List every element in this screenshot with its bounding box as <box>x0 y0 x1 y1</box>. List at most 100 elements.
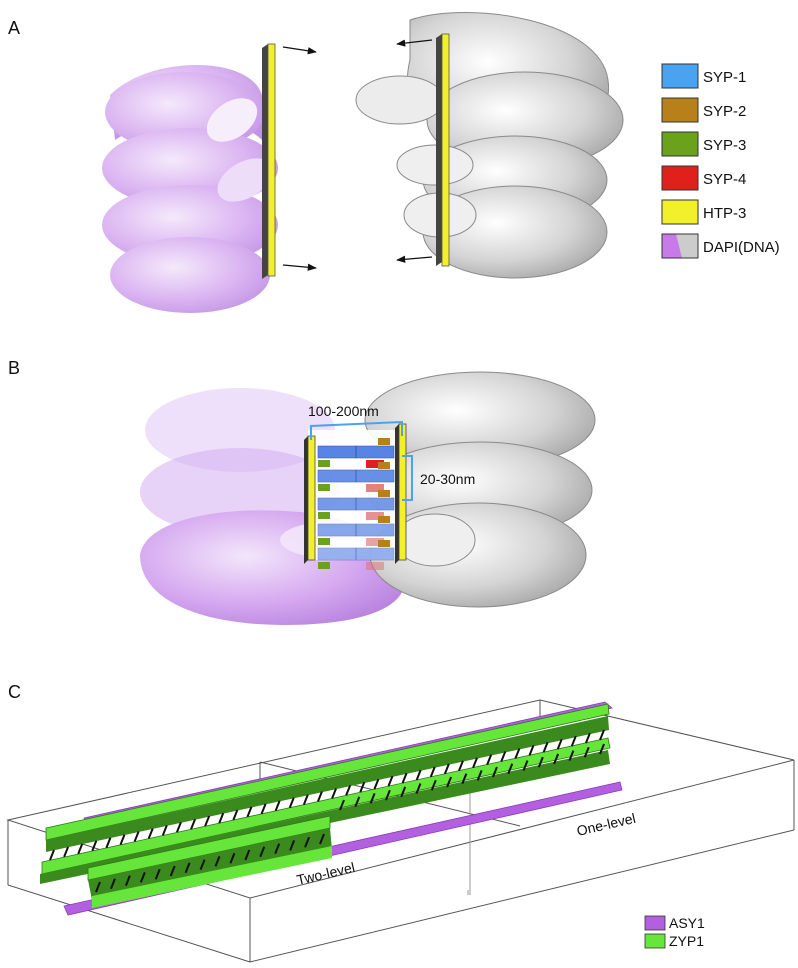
zyp1-rung <box>429 766 436 778</box>
zyp1-rung <box>119 834 126 845</box>
zyp1-rung <box>461 773 468 785</box>
zyp1-rung <box>472 757 479 769</box>
legend-swatch <box>644 933 666 949</box>
zyp1-rung <box>599 729 605 741</box>
syp4-block <box>366 460 384 468</box>
zyp1-rung <box>319 833 325 845</box>
zyp1-rung <box>169 865 176 877</box>
legend-label: SYP-4 <box>703 171 746 188</box>
zyp1-rung <box>373 778 380 790</box>
panel-b-label: B <box>8 358 20 378</box>
zyp1-rung <box>124 875 131 886</box>
syp1-block <box>317 547 357 561</box>
syp2-block <box>378 490 390 497</box>
legend-label: ASY1 <box>669 915 705 931</box>
syp2-block <box>378 438 390 445</box>
syp3-block <box>318 484 330 491</box>
zyp1-rung <box>369 793 376 804</box>
zyp1-rung <box>259 846 266 858</box>
zyp1-rung <box>302 794 309 805</box>
axis-left-b <box>307 435 316 561</box>
legend-label: HTP-3 <box>703 205 746 222</box>
zyp1-rung <box>359 781 366 793</box>
axis-left-a <box>262 43 276 279</box>
legend-swatch <box>661 97 699 123</box>
syp1-block <box>355 445 395 459</box>
zyp1-rung <box>331 788 337 799</box>
syp1-block <box>317 497 357 511</box>
syp4-block <box>366 562 384 570</box>
zyp1-rung <box>218 812 225 824</box>
zyp1-bars <box>40 703 611 908</box>
legend-item-syp-2: SYP-2 <box>661 97 746 123</box>
panel-a-label: A <box>8 18 20 38</box>
panel-b: B 100-200nm 20-30nm <box>8 358 596 625</box>
legend-swatch-border <box>661 233 699 259</box>
arrow-left-top <box>396 39 433 47</box>
zyp1-rung <box>486 754 493 765</box>
zyp1-rung <box>507 763 514 775</box>
syp1-block <box>317 469 357 483</box>
zyp1-rung <box>77 843 84 855</box>
zyp1-rung <box>289 840 296 851</box>
axis-right-a <box>436 33 450 267</box>
syp1-block <box>355 497 395 511</box>
zyp1-rung <box>199 859 206 870</box>
syp1-block <box>355 469 395 483</box>
zyp1-rung <box>476 769 483 781</box>
zyp1-rung <box>133 831 140 842</box>
zyp1-rung <box>204 815 211 827</box>
sc-ladder <box>304 423 407 570</box>
zyp1-rung <box>274 800 281 812</box>
syp4-block <box>366 538 384 546</box>
zyp1-rung <box>260 803 267 815</box>
dna-coil-left <box>102 65 278 313</box>
legend-item-htp-3: HTP-3 <box>661 199 746 225</box>
panel-c: C Two <box>6 682 795 963</box>
legend-label: ZYP1 <box>669 933 704 949</box>
arrow-right-bottom <box>282 263 317 271</box>
zyp1-rung <box>568 750 575 761</box>
zyp1-rung <box>537 756 544 768</box>
dna-coil-right-b <box>364 371 596 608</box>
legend-swatch <box>661 63 699 89</box>
zyp1-rung <box>95 881 101 893</box>
legend-item-syp-1: SYP-1 <box>661 63 746 89</box>
zyp1-rung <box>246 806 253 818</box>
syp4-block <box>366 512 384 520</box>
zyp1-rung <box>214 856 221 867</box>
legend-item-syp-3: SYP-3 <box>661 131 746 157</box>
zyp1-rung <box>63 846 70 858</box>
spacing-label: 20-30nm <box>420 471 475 487</box>
zyp1-rung <box>443 763 450 775</box>
zyp1-rung <box>458 760 464 772</box>
legend-swatch <box>661 165 699 191</box>
panel-a: A <box>8 12 624 313</box>
legend-item-dapi-dna-: DAPI(DNA) <box>661 233 780 259</box>
zyp1-rungs <box>49 729 605 893</box>
legend-item-asy1: ASY1 <box>644 915 705 931</box>
syp3-block <box>318 460 330 467</box>
syp2-block <box>378 462 390 469</box>
syp1-block <box>355 547 395 561</box>
zyp1-rung <box>175 821 182 833</box>
dna-coil-right <box>355 12 624 279</box>
zyp1-rung <box>570 735 577 747</box>
zyp1-rung <box>184 862 191 874</box>
zyp1-rung <box>500 751 507 762</box>
zyp1-rung <box>91 840 98 852</box>
zyp1-rung <box>229 852 236 864</box>
zyp1-rung <box>105 837 112 849</box>
legend-item-zyp1: ZYP1 <box>644 933 704 949</box>
zyp1-rung <box>49 849 55 861</box>
zyp1-rung <box>384 789 391 801</box>
zyp1-rung <box>514 748 521 759</box>
zyp1-rung <box>339 799 345 811</box>
zyp1-rung <box>583 746 590 758</box>
zyp1-rung <box>317 791 323 802</box>
zyp1-rung <box>288 797 295 809</box>
zyp1-rung <box>139 872 146 883</box>
zyp1-rung <box>274 843 281 854</box>
zyp1-rung <box>446 776 452 788</box>
syp2-block <box>378 516 390 523</box>
